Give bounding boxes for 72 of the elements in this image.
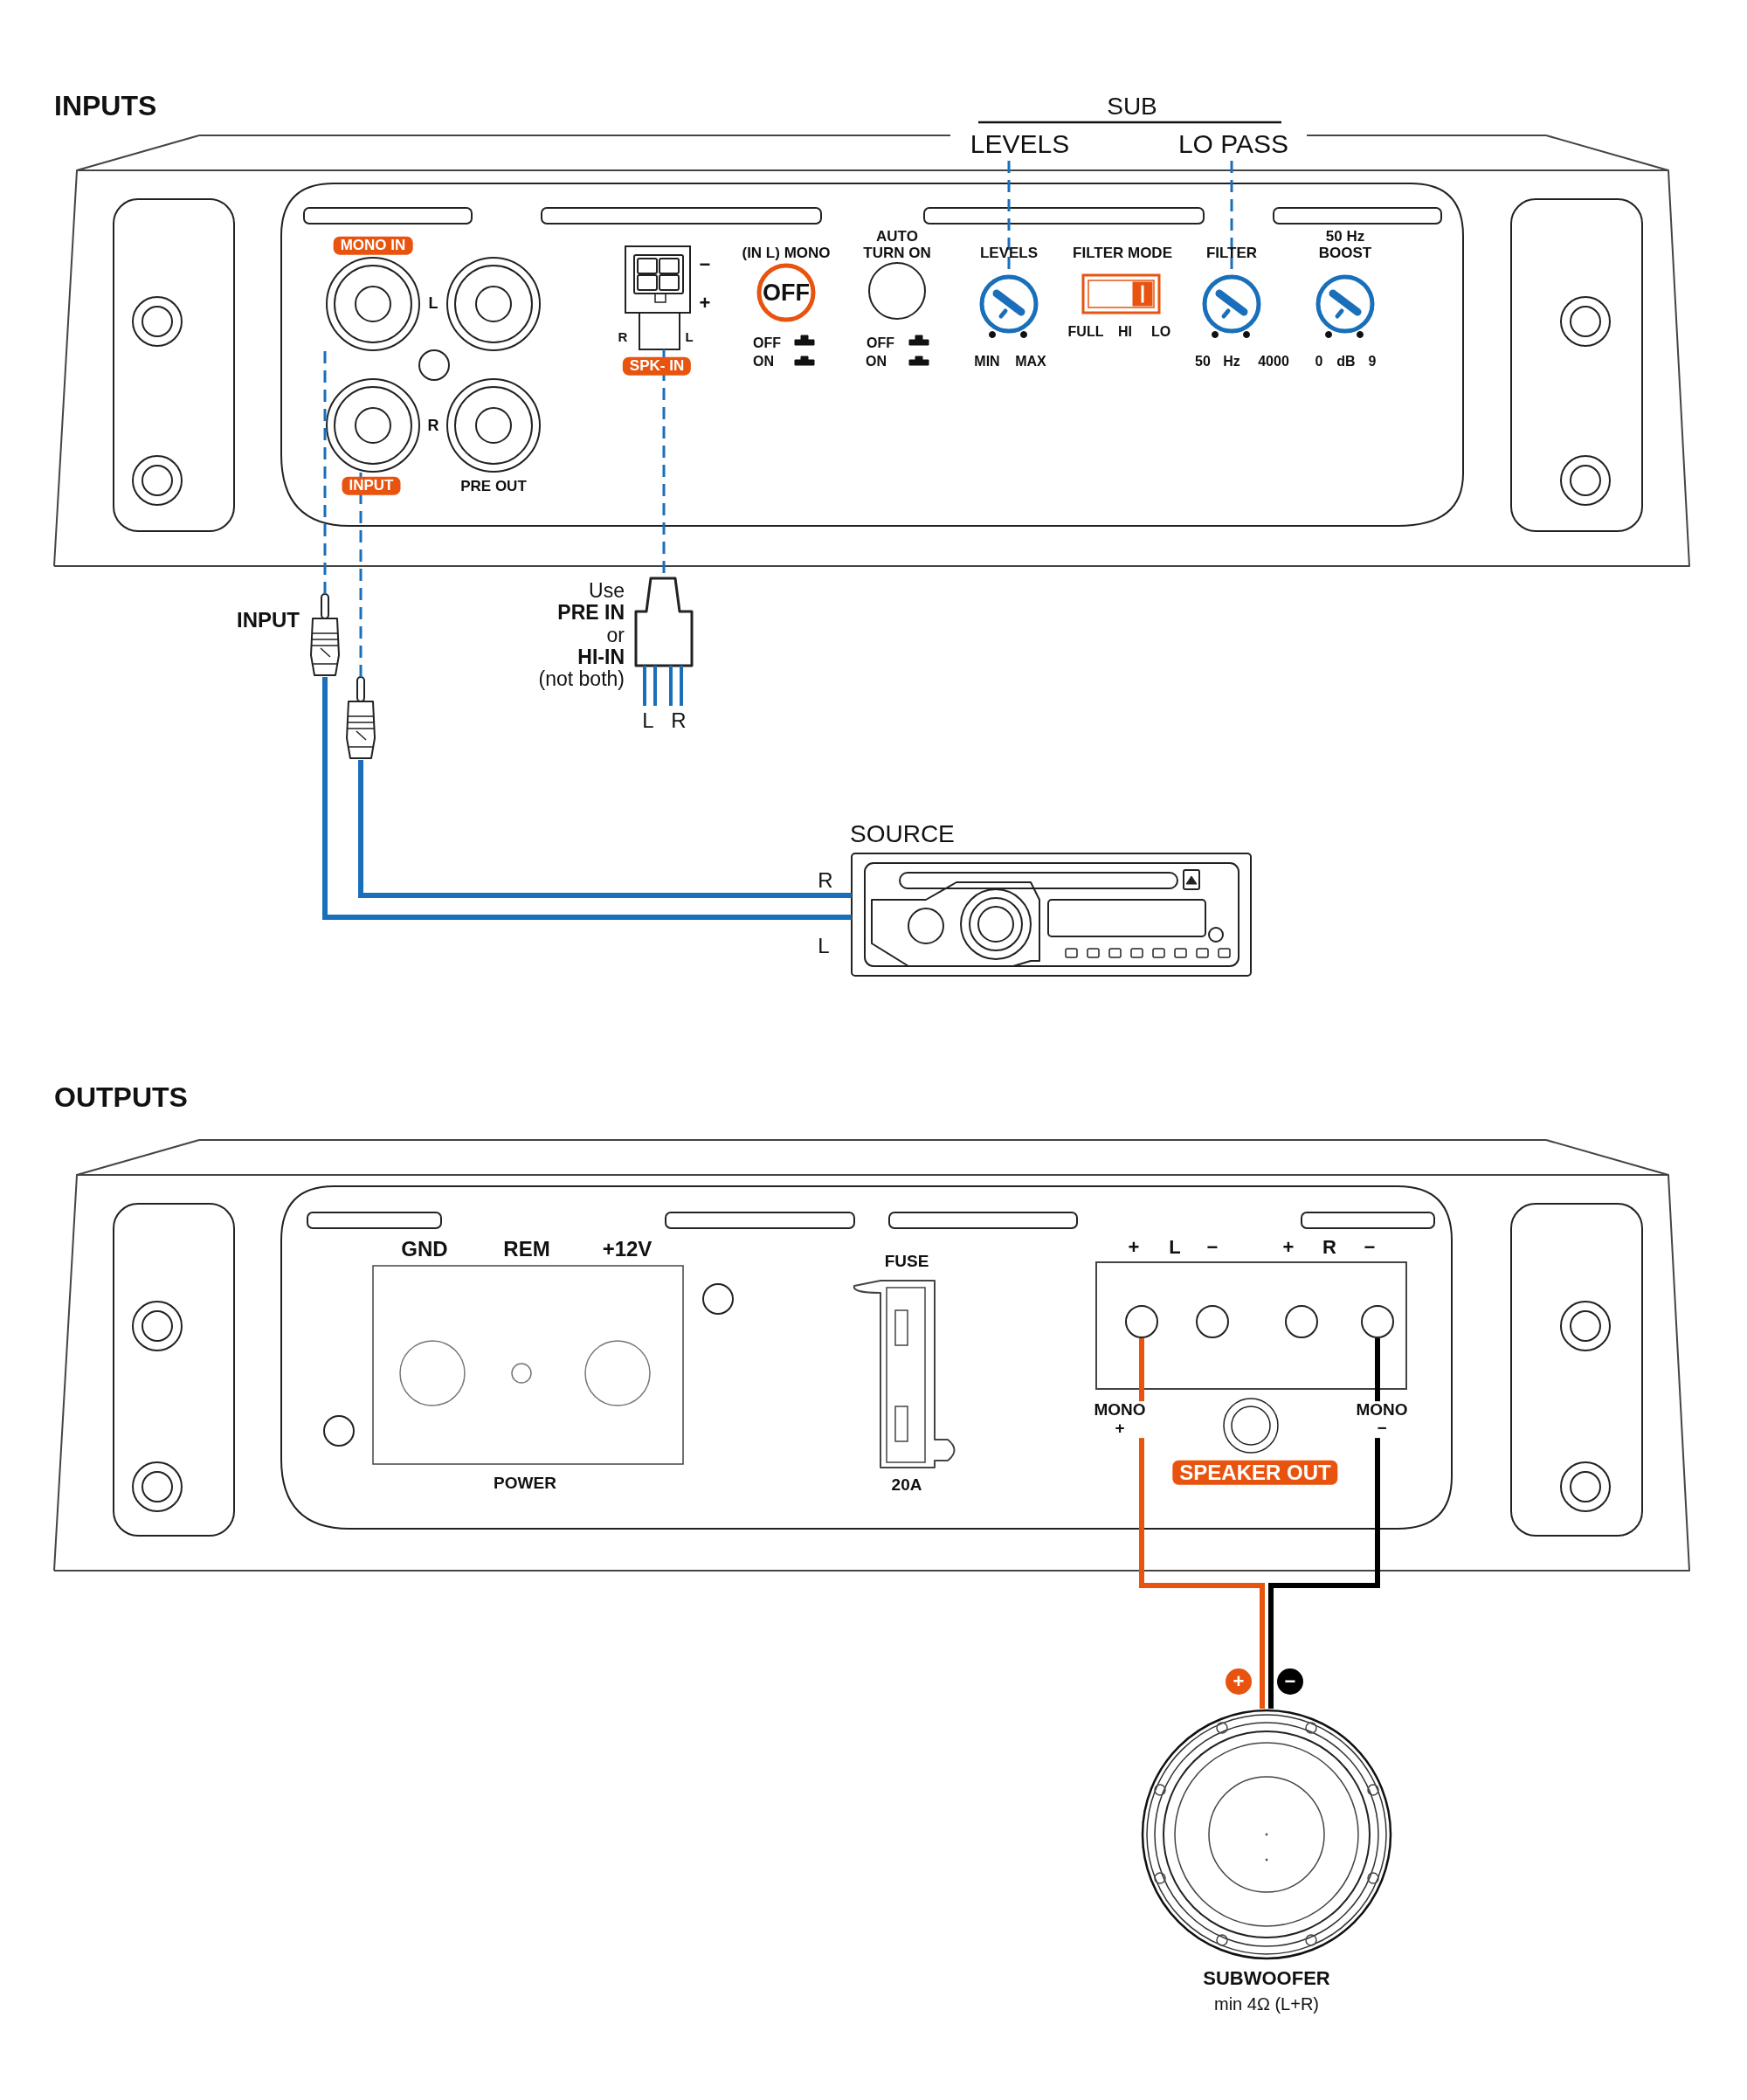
panel-label: 9 bbox=[1368, 354, 1377, 370]
panel-label: MAX bbox=[1015, 354, 1046, 370]
wire-label: R bbox=[671, 708, 687, 733]
input-label: INPUT bbox=[237, 608, 300, 632]
panel-label: − bbox=[1364, 1236, 1376, 1259]
panel-label: GND bbox=[401, 1237, 448, 1261]
panel-label: FULL bbox=[1067, 324, 1104, 340]
panel-label: PRE OUT bbox=[460, 478, 527, 495]
panel-label: R bbox=[618, 329, 628, 345]
rca-input-jack bbox=[328, 378, 420, 473]
speaker-terminal bbox=[1361, 1305, 1394, 1338]
label-badge: SPK- IN bbox=[622, 356, 692, 376]
rca-input-jack bbox=[325, 257, 421, 351]
label-badge: INPUT bbox=[342, 476, 401, 495]
speaker-terminal bbox=[1125, 1305, 1158, 1338]
polarity-badge: − bbox=[1277, 1668, 1303, 1695]
dashed-connector bbox=[323, 351, 327, 594]
device-label: SUBWOOFER bbox=[1203, 1967, 1330, 1990]
knob-label: FILTER bbox=[1205, 245, 1258, 262]
cable bbox=[358, 760, 852, 898]
polarity-badge: + bbox=[1226, 1668, 1252, 1695]
panel-label: POWER bbox=[494, 1474, 556, 1493]
knob-label: LEVELS bbox=[979, 245, 1039, 262]
rca-plug bbox=[310, 594, 340, 677]
subwoofer-drawing bbox=[1141, 1709, 1392, 1960]
button-label: OFF bbox=[763, 280, 810, 307]
panel-label: ON bbox=[753, 354, 774, 370]
panel-label: + bbox=[1128, 1236, 1140, 1259]
panel-label: REM bbox=[503, 1237, 550, 1261]
usage-note: Use PRE IN or HI-IN (not both) bbox=[538, 579, 625, 691]
label-badge: SPEAKER OUT bbox=[1172, 1460, 1338, 1486]
panel-label: L bbox=[428, 295, 438, 313]
panel-label: 0 bbox=[1315, 354, 1323, 370]
panel-label: R bbox=[427, 418, 439, 435]
head-unit-drawing bbox=[852, 853, 1251, 976]
wire-label: L bbox=[642, 708, 654, 733]
panel-label: 50 Hz BOOST bbox=[1317, 229, 1373, 262]
panel-label: FILTER MODE bbox=[1073, 245, 1172, 262]
panel-label: LO bbox=[1150, 324, 1171, 340]
cable bbox=[322, 677, 852, 920]
panel-label: 4000 bbox=[1258, 354, 1289, 370]
cable bbox=[1268, 1338, 1380, 1709]
panel-label: − bbox=[699, 253, 711, 276]
label-badge: MONO IN bbox=[333, 236, 413, 255]
rca-plug bbox=[346, 677, 376, 760]
panel-label: FUSE bbox=[884, 1252, 929, 1271]
panel-label: 20A bbox=[891, 1475, 922, 1495]
panel-label: L bbox=[1169, 1236, 1181, 1259]
panel-label: L bbox=[685, 329, 694, 345]
panel-label: (IN L) MONO bbox=[742, 245, 831, 262]
panel-label: − bbox=[1206, 1236, 1219, 1259]
panel-label: OFF bbox=[753, 335, 781, 351]
wiring-harness-plug bbox=[636, 577, 692, 706]
panel-label: +12V bbox=[602, 1237, 653, 1261]
panel-label: Hz bbox=[1223, 354, 1240, 370]
panel-label: OFF bbox=[867, 335, 894, 351]
panel-label: + bbox=[1282, 1236, 1295, 1259]
section-heading: OUTPUTS bbox=[54, 1082, 188, 1114]
panel-label: 50 bbox=[1195, 354, 1211, 370]
dashed-connector bbox=[359, 473, 363, 677]
section-heading: INPUTS bbox=[54, 91, 157, 122]
panel-label: R bbox=[1322, 1236, 1336, 1259]
panel-label: HI bbox=[1118, 324, 1132, 340]
panel-label: dB bbox=[1336, 354, 1356, 370]
panel-label: AUTO TURN ON bbox=[862, 229, 932, 262]
panel-label: MIN bbox=[974, 354, 1000, 370]
device-label: SOURCE bbox=[850, 820, 955, 848]
panel-label: + bbox=[699, 292, 711, 314]
cable bbox=[1139, 1338, 1265, 1709]
impedance-note: min 4Ω (L+R) bbox=[1214, 1994, 1319, 2014]
panel-label: ON bbox=[866, 354, 887, 370]
group-label: SUB bbox=[1107, 93, 1157, 121]
